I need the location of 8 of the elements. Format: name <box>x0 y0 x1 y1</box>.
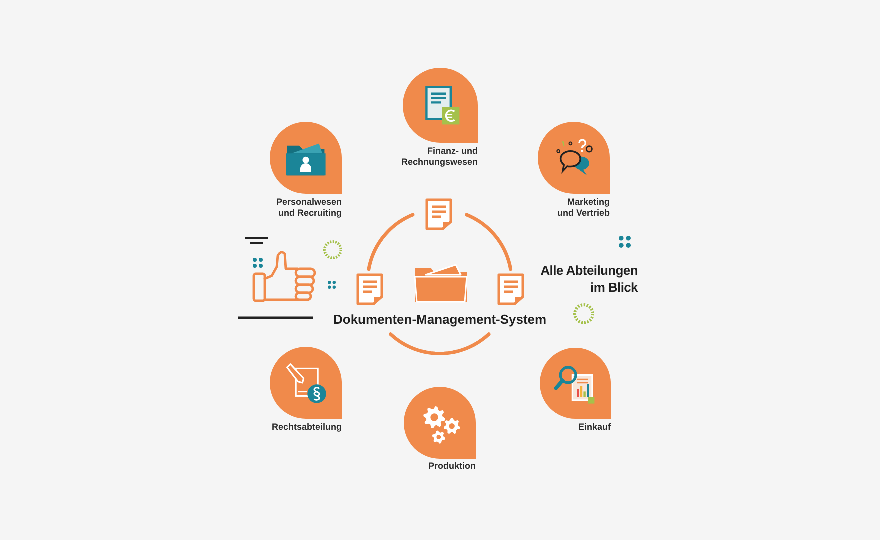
department-label: Produktion <box>428 461 476 472</box>
tagline-heading: Alle Abteilungen im Blick <box>540 262 638 296</box>
department-label: Personalwesen und Recruiting <box>276 197 342 219</box>
department-label: Einkauf <box>578 422 611 433</box>
department-label: Marketing und Vertrieb <box>557 197 610 219</box>
system-title: Dokumenten-Management-System <box>334 312 547 327</box>
department-label: Finanz- und Rechnungswesen <box>401 146 478 168</box>
department-label: Rechtsabteilung <box>272 422 342 433</box>
